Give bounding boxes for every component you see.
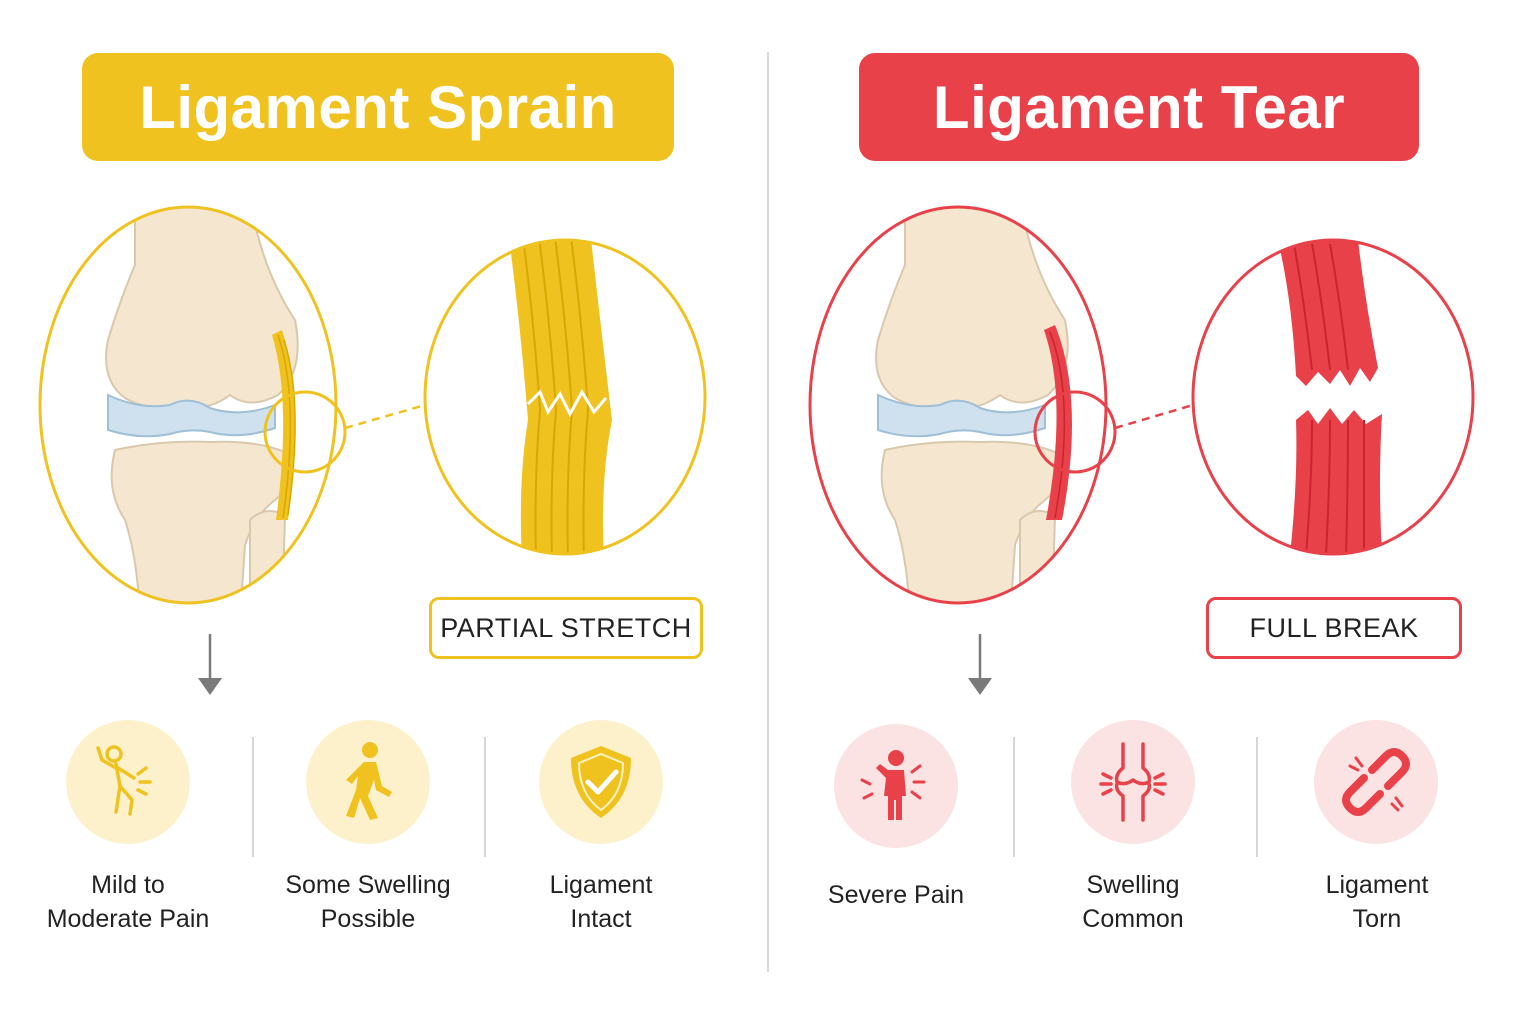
item-separator	[484, 737, 486, 857]
tear-knee-view	[808, 205, 1194, 605]
broken-link-icon	[1314, 720, 1438, 844]
meniscus	[877, 393, 1046, 438]
partial-stretch-label: PARTIAL STRETCH	[429, 597, 703, 659]
tear-zoom-view	[1191, 238, 1475, 556]
swollen-joint-icon	[1071, 720, 1195, 844]
sprain-down-arrow	[198, 634, 222, 695]
tibia-bone	[110, 440, 292, 603]
fibula-bone	[249, 510, 287, 603]
sprained-ligament	[272, 330, 296, 520]
tear-item-1-caption: Severe Pain	[827, 881, 965, 909]
femur-bone	[105, 207, 299, 410]
center-divider	[767, 52, 769, 972]
sprain-title: Ligament Sprain	[82, 53, 674, 161]
tibia-bone	[880, 440, 1062, 603]
item-separator	[252, 737, 254, 857]
pain-figure-icon	[66, 720, 190, 844]
tear-title: Ligament Tear	[859, 53, 1419, 161]
tear-down-arrow	[968, 634, 992, 695]
zoomed-torn-ligament-upper	[1278, 240, 1378, 386]
zoomed-torn-ligament-lower	[1290, 408, 1382, 554]
fibula-bone	[1019, 510, 1057, 603]
walking-figure-icon	[306, 720, 430, 844]
femur-bone	[875, 207, 1069, 410]
sprain-knee-view	[38, 205, 426, 605]
item-separator	[1013, 737, 1015, 857]
meniscus	[107, 393, 276, 438]
sprain-zoom-view	[423, 238, 707, 556]
full-break-label: FULL BREAK	[1206, 597, 1462, 659]
item-separator	[1256, 737, 1258, 857]
shield-check-icon	[539, 720, 663, 844]
severe-pain-figure-icon	[834, 724, 958, 848]
